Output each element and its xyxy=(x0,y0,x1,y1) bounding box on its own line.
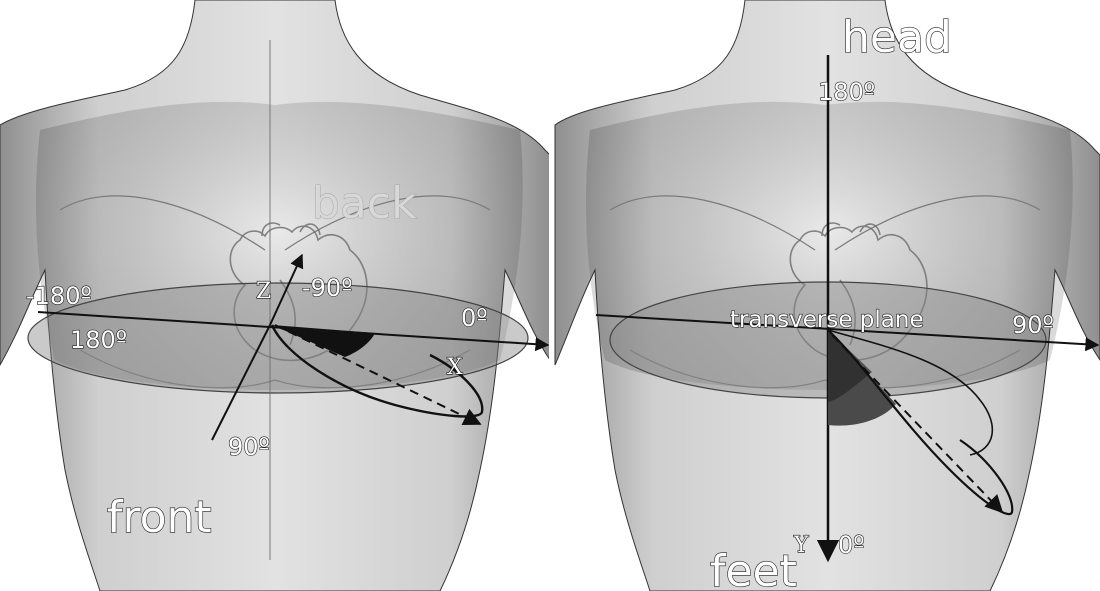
left-z-label: Z xyxy=(256,279,271,304)
right-y-label: Y xyxy=(793,533,809,558)
left-angle-180: 180º xyxy=(70,326,127,354)
right-angle-180: 180º xyxy=(818,78,875,106)
left-angle-0: 0º xyxy=(461,304,488,332)
right-plane-label: transverse plane xyxy=(730,307,924,333)
left-angle-90: 90º xyxy=(228,433,270,461)
right-angle-90: 90º xyxy=(1012,311,1054,339)
left-panel: back front Z X -180º 180º -90º 0º 90º xyxy=(0,0,550,591)
right-angle-0: 0º xyxy=(838,531,865,559)
left-back-label: back xyxy=(312,178,417,229)
left-angle-neg90: -90º xyxy=(302,274,353,302)
right-panel: head feet Y transverse plane 180º 90º 0º xyxy=(550,0,1100,591)
left-angle-neg180: -180º xyxy=(26,282,92,310)
right-feet-label: feet xyxy=(710,546,797,591)
left-front-label: front xyxy=(107,492,212,543)
left-x-label: X xyxy=(447,355,463,380)
right-head-label: head xyxy=(842,12,952,63)
